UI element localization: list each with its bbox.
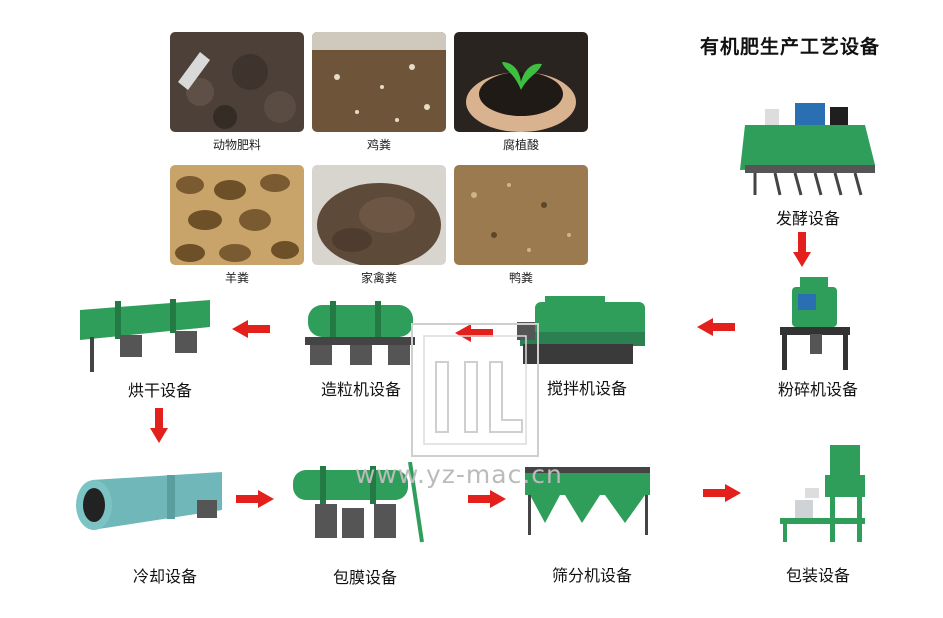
material-photo-chicken-manure [312,32,446,132]
page-title: 有机肥生产工艺设备 [700,36,881,58]
fermentation-machine [740,103,875,196]
material-photo-humic-acid [454,32,588,132]
seedling-icon [502,62,542,90]
sheep-manure-image [170,165,304,265]
screener-machine [525,467,650,535]
crusher-machine [780,277,850,370]
dryer-machine [80,299,210,372]
material-photo-sheep-manure [170,165,304,265]
packing-machine [780,445,865,542]
duck-manure-image [454,165,588,265]
cooler-machine [76,472,222,530]
shovel-icon [178,52,210,90]
arrow-down-icon [150,408,168,443]
arrow-right-icon [703,484,741,502]
watermark-text: www.yz-mac.cn [355,460,563,489]
material-photo-poultry-manure [312,165,446,265]
label-granulating: 造粒机设备 [320,380,401,399]
label-packing: 包装设备 [785,566,850,585]
manure-image [312,32,446,132]
arrow-left-icon [455,324,493,342]
material-label: 鸡粪 [366,138,391,152]
humic-image [454,32,588,132]
granulator-machine [305,301,415,365]
material-label: 腐植酸 [502,138,539,152]
material-label: 家禽粪 [360,271,397,285]
watermark-logo-icon [411,323,539,457]
arrow-right-icon [468,490,506,508]
label-fermentation: 发酵设备 [775,209,840,228]
material-label: 动物肥料 [212,138,261,152]
label-coating: 包膜设备 [332,568,397,587]
mixer-machine [517,296,645,364]
label-crushing: 粉碎机设备 [777,380,858,399]
coating-machine [293,462,424,543]
label-cooling: 冷却设备 [132,567,197,586]
label-screening: 筛分机设备 [551,566,632,585]
label-drying: 烘干设备 [127,381,192,400]
arrow-left-icon [232,320,270,338]
arrow-down-icon [793,232,811,267]
material-label: 羊粪 [224,271,249,285]
poultry-manure-image [312,165,446,265]
arrow-left-icon [697,318,735,336]
label-mixing: 搅拌机设备 [546,379,627,398]
material-label: 鸭粪 [508,271,533,285]
soil-image [170,32,304,132]
material-photo-animal-manure [170,32,304,132]
arrow-right-icon [236,490,274,508]
material-photo-duck-manure [454,165,588,265]
